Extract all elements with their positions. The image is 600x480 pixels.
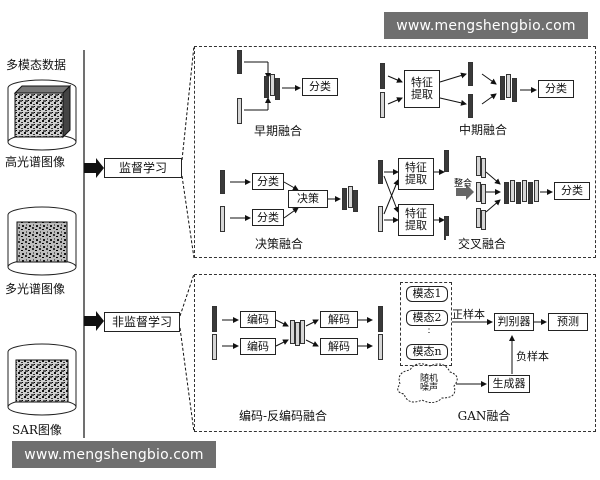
decision-out-c (353, 190, 358, 212)
early-concat-c (275, 78, 280, 100)
mid-extract-box: 特征 提取 (404, 70, 440, 108)
cross-mid-f (481, 210, 486, 230)
watermark-bottom: www.mengshengbio.com (12, 441, 216, 468)
gan-negative-label: 负样本 (516, 350, 549, 363)
ae-input-light (212, 334, 217, 360)
mid-feat-a (468, 62, 473, 86)
watermark-top: www.mengshengbio.com (384, 12, 588, 39)
gan-modal-1: 模态1 (406, 286, 448, 302)
hyperspectral-cube-icon (7, 79, 77, 151)
early-input-dark (237, 50, 242, 74)
ae-encode-b: 编码 (240, 338, 276, 355)
cross-classify-box: 分类 (554, 182, 590, 200)
mid-concat-c (512, 78, 517, 102)
ae-latent-b (295, 322, 300, 346)
gan-fusion-caption: GAN融合 (450, 408, 518, 425)
mid-input-light (380, 92, 385, 118)
ae-out-dark (378, 306, 383, 332)
multispectral-label: 多光谱图像 (5, 282, 66, 296)
cross-extract-b: 特征 提取 (398, 204, 434, 236)
supervised-learning-box: 监督学习 (104, 158, 182, 178)
sar-cylinder-icon (7, 343, 77, 416)
supervised-panel (194, 46, 596, 258)
decision-classify-a: 分类 (252, 173, 284, 190)
gan-generator-box: 生成器 (488, 375, 530, 393)
early-classify-box: 分类 (302, 78, 338, 96)
decision-input-dark (220, 170, 225, 194)
cross-concat-f (534, 180, 539, 202)
noise-cloud (397, 363, 458, 404)
early-concat-b (270, 74, 275, 96)
cross-mid-a (476, 156, 481, 176)
ae-latent-c (300, 320, 305, 344)
cross-integrate-label: 整合 (454, 179, 473, 189)
cross-feat-a (444, 150, 449, 172)
early-concat-a (264, 76, 269, 98)
mid-classify-box: 分类 (538, 80, 574, 98)
gan-modal-n: 模态n (406, 344, 448, 360)
unsupervised-panel (194, 274, 596, 432)
gan-modal-group (400, 282, 452, 366)
cross-mid-b (481, 158, 486, 178)
hyperspectral-label: 高光谱图像 (5, 155, 66, 169)
cross-concat-c (516, 182, 521, 204)
decision-fusion-caption: 决策融合 (248, 236, 310, 253)
ae-encode-a: 编码 (240, 311, 276, 328)
mid-concat-a (500, 76, 505, 100)
early-input-light (237, 98, 242, 124)
gan-modal-dots: ⋮ (424, 324, 434, 335)
autoencoder-caption: 编码-反编码融合 (228, 408, 338, 425)
gan-predict-box: 预测 (548, 313, 588, 331)
ae-decode-b: 解码 (320, 338, 358, 355)
decision-input-light (220, 206, 225, 232)
cross-concat-a (504, 182, 509, 204)
cross-concat-e (528, 182, 533, 204)
gan-discriminator-box: 判别器 (494, 313, 534, 331)
decision-decide-box: 决策 (288, 190, 328, 208)
cross-mid-d (481, 184, 486, 204)
cross-concat-d (522, 180, 527, 202)
multispectral-cylinder-icon (7, 206, 77, 276)
cross-extract-a: 特征 提取 (398, 158, 434, 190)
ae-latent-a (290, 320, 295, 344)
gan-modal-2: 模态2 (406, 310, 448, 326)
mid-feat-b (468, 94, 473, 118)
cross-fusion-caption: 交叉融合 (446, 236, 518, 253)
decision-out-a (342, 188, 347, 210)
mid-fusion-caption: 中期融合 (447, 122, 519, 139)
early-fusion-caption: 早期融合 (247, 123, 309, 140)
decision-classify-b: 分类 (252, 209, 284, 226)
sar-label: SAR图像 (12, 423, 62, 437)
unsupervised-learning-box: 非监督学习 (104, 312, 180, 332)
gan-noise-label: 随机 噪声 (419, 373, 438, 393)
ae-decode-a: 解码 (320, 311, 358, 328)
ae-out-light (378, 334, 383, 360)
data-column-title: 多模态数据 (6, 58, 67, 72)
cross-input-light (378, 206, 383, 232)
cross-input-dark (378, 160, 383, 184)
cross-mid-e (476, 208, 481, 228)
mid-concat-b (506, 74, 511, 98)
gan-positive-label: 正样本 (452, 308, 485, 321)
mid-input-dark (380, 63, 385, 89)
decision-out-b (348, 186, 353, 208)
ae-input-dark (212, 306, 217, 332)
cross-mid-c (476, 182, 481, 202)
cross-concat-b (510, 180, 515, 202)
